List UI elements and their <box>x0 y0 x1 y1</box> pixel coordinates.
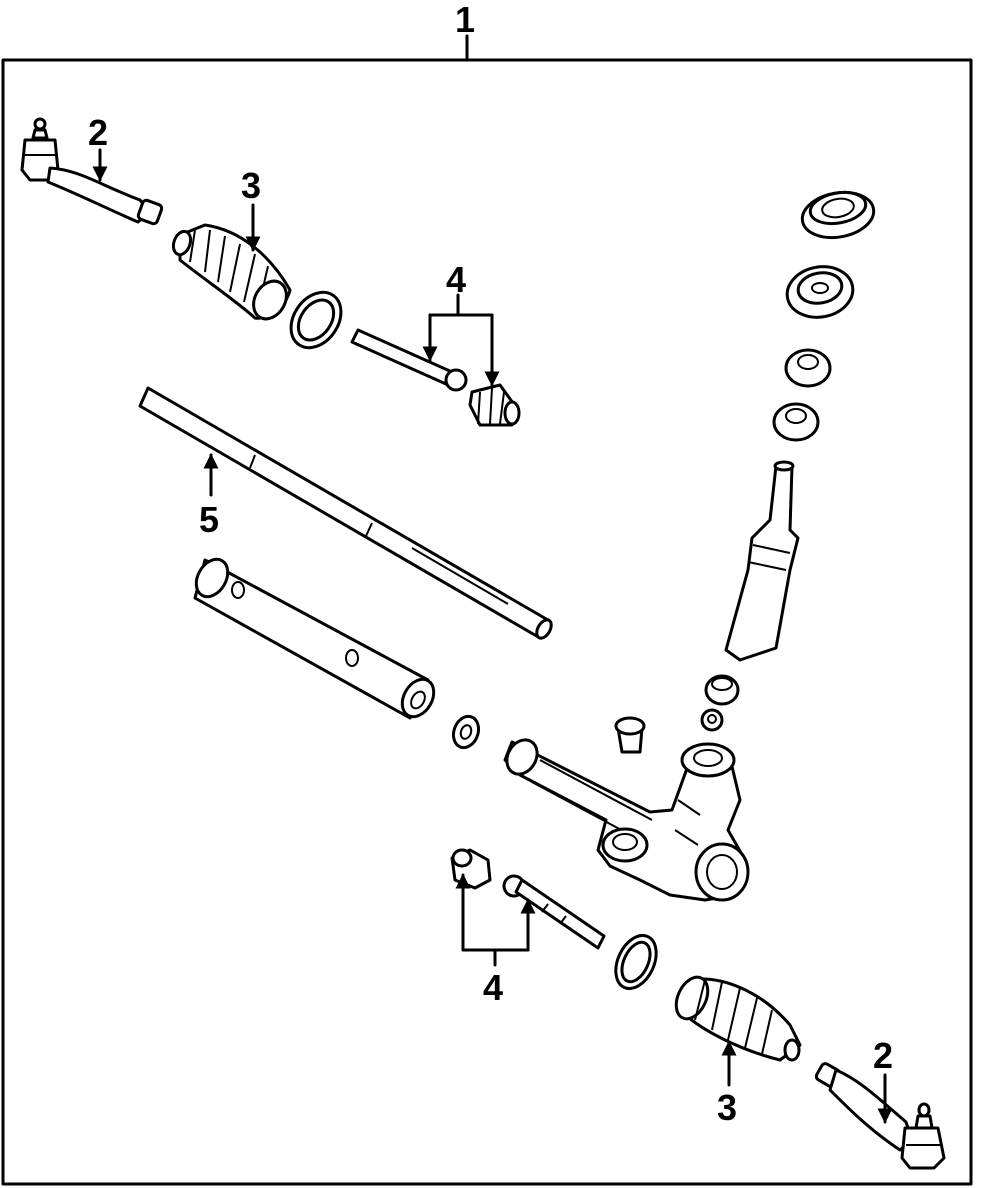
bearing-upper[interactable] <box>784 348 832 388</box>
callout-2-upper-label: 2 <box>88 112 108 153</box>
bellows-boot-upper[interactable] <box>170 223 293 325</box>
bellows-boot-lower[interactable] <box>670 972 802 1062</box>
callout-3-upper-label: 3 <box>241 165 261 206</box>
pinion-shaft[interactable] <box>724 460 800 662</box>
callout-1-assembly: 1 <box>455 0 475 40</box>
callout-3-lower-label: 3 <box>717 1087 737 1128</box>
inner-tie-rod-lower[interactable] <box>502 874 606 950</box>
boot-clamp-upper[interactable] <box>281 283 351 357</box>
callout-4-upper <box>422 293 500 387</box>
callout-5-label: 5 <box>199 499 219 540</box>
lock-nut[interactable] <box>700 708 724 732</box>
inner-tie-rod-socket-upper[interactable] <box>468 383 521 427</box>
callout-2-lower-label: 2 <box>873 1035 893 1076</box>
callout-4-lower-label: 4 <box>483 967 503 1008</box>
adjuster-plug[interactable] <box>704 674 740 706</box>
boot-clamp-lower[interactable] <box>608 929 664 995</box>
callout-4-lower <box>455 873 536 967</box>
pinion-seal[interactable] <box>783 262 857 323</box>
bearing-lower[interactable] <box>772 402 820 442</box>
outer-tie-rod-end-upper[interactable] <box>20 117 164 226</box>
assembly-frame <box>1 34 973 1186</box>
housing-plug[interactable] <box>614 716 646 754</box>
rack-housing-tube[interactable] <box>190 554 440 723</box>
gear-housing[interactable] <box>501 734 750 902</box>
upper-dust-seal[interactable] <box>799 187 878 243</box>
inner-tie-rod-socket-lower[interactable] <box>450 848 492 890</box>
inner-tie-rod-upper[interactable] <box>350 328 468 392</box>
steering-rack[interactable] <box>138 386 554 641</box>
washer[interactable] <box>449 713 482 751</box>
callout-4-upper-label: 4 <box>446 259 466 300</box>
outer-tie-rod-end-lower[interactable] <box>814 1062 946 1170</box>
